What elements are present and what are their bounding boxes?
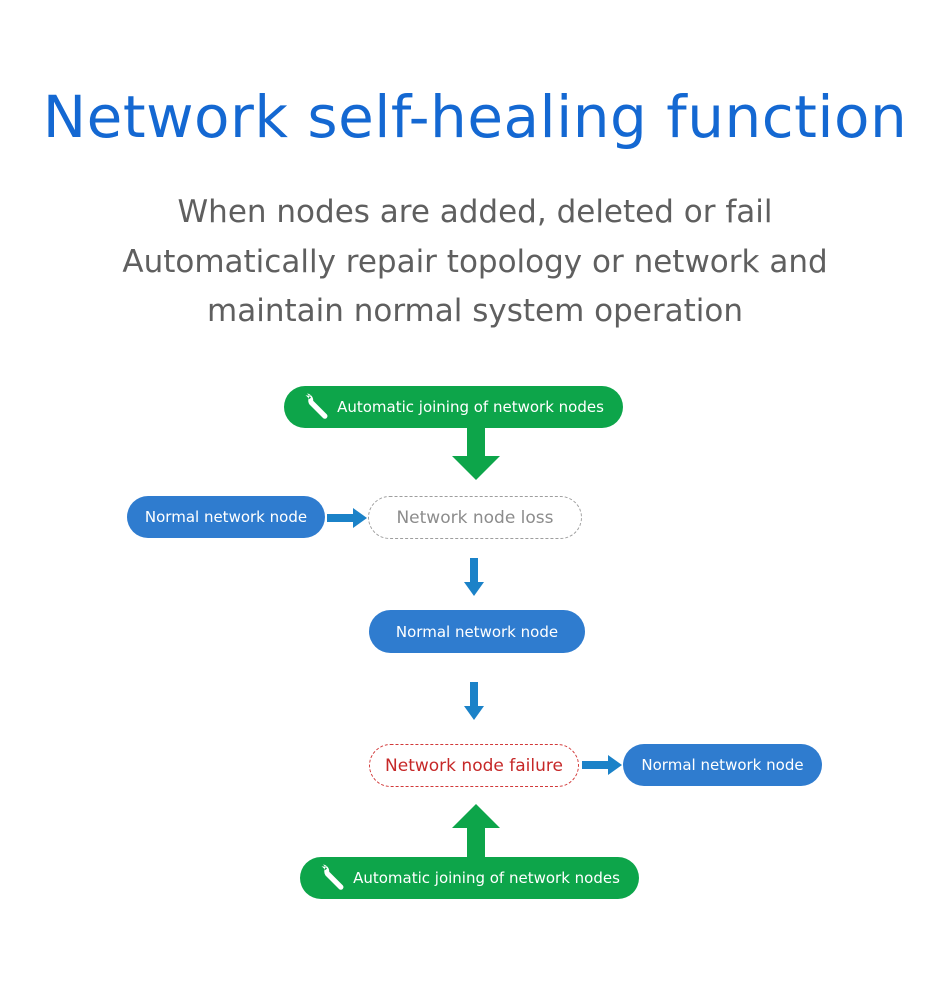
green-arrow-down [452, 426, 500, 480]
subtitle-line-2: Automatically repair topology or network… [122, 244, 828, 280]
green-arrow-up [452, 804, 500, 860]
auto-join-label-top: Automatic joining of network nodes [337, 398, 604, 416]
blue-arrow-down-2 [464, 682, 484, 720]
blue-arrow-right-1 [327, 508, 367, 528]
blue-arrow-down-1 [464, 558, 484, 596]
node-failure-box: Network node failure [369, 744, 579, 787]
auto-join-label-bottom: Automatic joining of network nodes [353, 869, 620, 887]
node-loss-label: Network node loss [396, 507, 554, 528]
normal-node-right-label: Normal network node [641, 756, 804, 774]
auto-join-node-top: Automatic joining of network nodes [284, 386, 623, 428]
normal-node-middle-label: Normal network node [395, 622, 559, 641]
subtitle-line-3: maintain normal system operation [207, 293, 743, 329]
wrench-icon [305, 393, 328, 419]
auto-join-node-bottom: Automatic joining of network nodes [300, 857, 639, 899]
page-title: Network self-healing function [42, 83, 908, 151]
normal-node-left-label: Normal network node [144, 508, 308, 526]
subtitle-line-1: When nodes are added, deleted or fail [177, 194, 773, 230]
node-failure-label: Network node failure [385, 755, 563, 776]
normal-node-left: Normal network node [127, 496, 325, 538]
blue-arrow-right-2 [582, 755, 622, 775]
normal-node-right: Normal network node [623, 744, 822, 786]
normal-node-middle: Normal network node [369, 610, 585, 653]
wrench-icon [321, 864, 344, 890]
node-loss-box: Network node loss [368, 496, 582, 539]
